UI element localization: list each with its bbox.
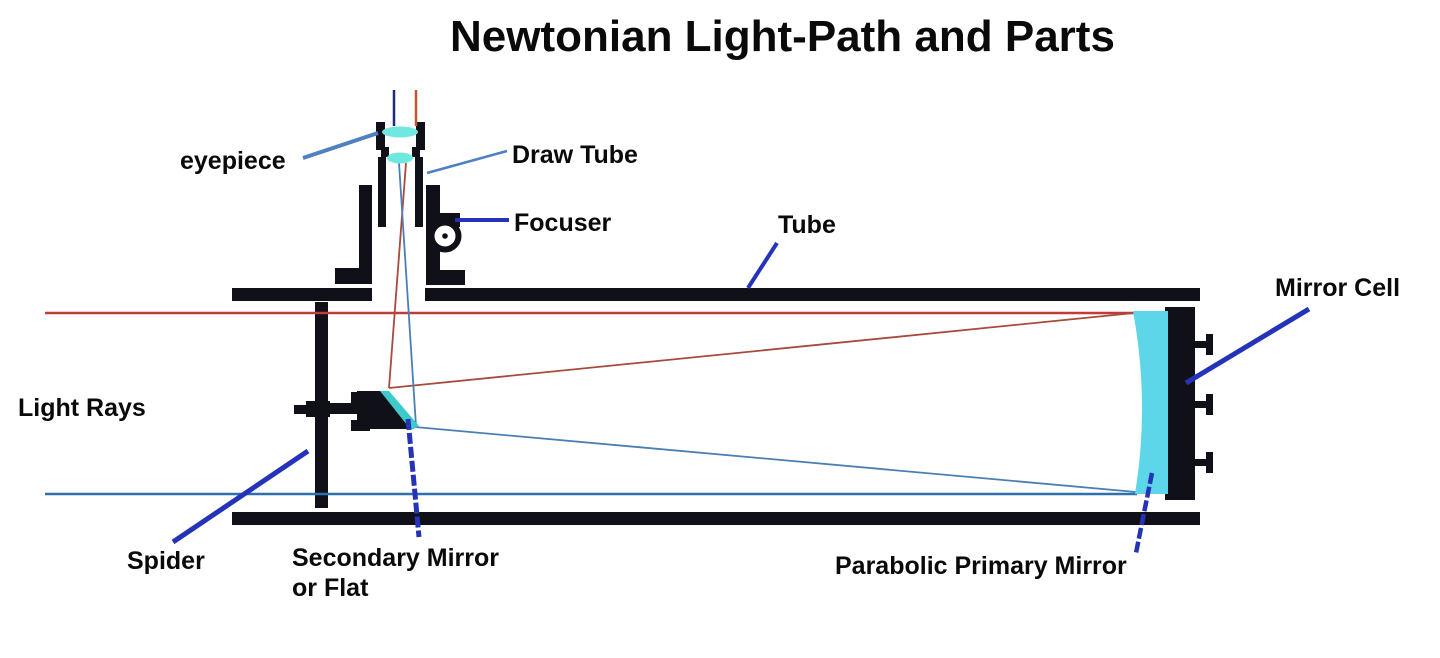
tube-top-wall-left — [232, 288, 372, 301]
label-eyepiece: eyepiece — [180, 147, 286, 175]
focuser-knob-center — [442, 233, 448, 239]
label-secondary-mirror-line2: or Flat — [292, 574, 369, 602]
primary-mirror-face — [1133, 311, 1168, 494]
mirror-cell-body — [1165, 307, 1195, 500]
optical-surfaces — [380, 126, 1168, 494]
leader-secondary-mirror — [405, 418, 422, 538]
label-draw-tube: Draw Tube — [512, 141, 638, 169]
collimation-bolt-stem-2 — [1195, 401, 1207, 408]
leader-mirror-cell — [1184, 306, 1311, 386]
leader-spider — [171, 448, 310, 545]
focuser-left-foot — [335, 268, 372, 284]
label-spider: Spider — [127, 547, 205, 575]
focuser-left-upright — [359, 185, 372, 268]
focuser-right-foot — [426, 270, 465, 285]
collimation-bolt-cap-2 — [1206, 394, 1213, 415]
spider-stalk-inner — [328, 403, 360, 414]
draw-tube-wall-left — [378, 157, 386, 227]
label-secondary-mirror: Secondary Mirror or Flat — [292, 543, 499, 603]
label-light-rays: Light Rays — [18, 394, 146, 422]
label-tube: Tube — [778, 211, 836, 239]
converging-ray-red — [388, 162, 407, 389]
collimation-bolt-stem-3 — [1195, 459, 1207, 466]
collimation-bolt-stem-1 — [1195, 341, 1207, 348]
leader-tube — [746, 241, 779, 290]
leader-lines — [171, 131, 1311, 554]
secondary-holder-plate — [357, 391, 370, 431]
light-rays — [45, 90, 1137, 496]
tube-bottom-wall — [232, 512, 1200, 525]
collimation-bolt-cap-1 — [1206, 334, 1213, 355]
label-secondary-mirror-line1: Secondary Mirror — [292, 544, 500, 572]
label-focuser: Focuser — [514, 209, 612, 237]
eyepiece-lens-lower — [387, 152, 413, 164]
reflected-ray-blue — [414, 426, 1137, 493]
eyepiece-flange-left — [381, 147, 389, 157]
secondary-holder-tab-bottom — [351, 420, 359, 431]
leader-draw-tube — [426, 149, 508, 175]
label-parabolic-primary-mirror: Parabolic Primary Mirror — [835, 552, 1127, 580]
label-mirror-cell: Mirror Cell — [1275, 274, 1401, 302]
page-title: Newtonian Light-Path and Parts — [450, 12, 1115, 61]
eyepiece-lens-upper — [382, 126, 418, 138]
leader-eyepiece — [302, 131, 379, 160]
secondary-holder-tab-top — [351, 392, 359, 403]
eyepiece-barrel-left — [376, 122, 385, 150]
spider-stalk-hub — [306, 401, 330, 417]
eyepiece-barrel-right — [416, 122, 425, 150]
draw-tube-wall-right — [415, 157, 423, 227]
tube-top-wall-right — [425, 288, 1200, 301]
converging-ray-blue — [398, 162, 417, 427]
telescope-structure — [232, 122, 1213, 525]
eyepiece-flange-right — [412, 147, 420, 157]
reflected-ray-red — [388, 312, 1135, 389]
collimation-bolt-cap-3 — [1206, 452, 1213, 473]
